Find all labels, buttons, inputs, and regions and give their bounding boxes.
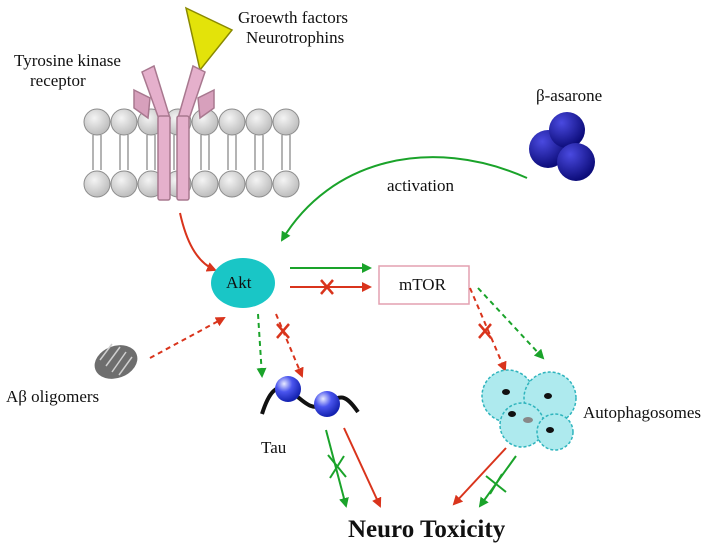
abeta-to-akt-arrow (149, 317, 226, 359)
lipid-head (218, 170, 246, 198)
lipid-head (110, 108, 138, 136)
amyloid-oligomer-icon (94, 343, 138, 379)
receptor-to-akt-arrow (179, 212, 217, 272)
autophagosome-cluster-icon (481, 369, 577, 451)
abeta-label: Aβ oligomers (6, 387, 100, 406)
akt-node (211, 258, 275, 308)
akt-tau-green-arrow (256, 313, 267, 378)
activation-label: activation (387, 176, 455, 195)
neuro-toxicity-label: Neuro Toxicity (348, 516, 506, 543)
lipid-head (83, 170, 111, 198)
triangle-growth-factor-icon (184, 6, 234, 72)
lipid-head (218, 108, 246, 136)
inhibit-cross (478, 323, 492, 339)
autophagy-toxicity-red-arrow (452, 447, 507, 506)
mtor-autophagy-red-arrow (469, 287, 507, 372)
autophagosomes-label: Autophagosomes (583, 403, 702, 422)
lipid-head (272, 170, 300, 198)
inhibit-cross (327, 454, 347, 479)
activation-arrow (280, 156, 528, 242)
inhibit-cross (276, 323, 290, 339)
akt-tau-red-arrow (275, 313, 304, 378)
inhibit-cross (320, 279, 334, 295)
mtor-autophagy-green-arrow (477, 287, 545, 360)
mtor-label: mTOR (399, 275, 446, 294)
tau-protein-icon (260, 376, 360, 417)
lipid-head (83, 108, 111, 136)
tau-toxicity-red-arrow (343, 427, 382, 508)
growth-factors-label: Groewth factors (238, 8, 348, 27)
lipid-head (245, 170, 273, 198)
tau-label: Tau (261, 438, 287, 457)
mtor-node (378, 265, 470, 305)
neurotrophins-label: Neurotrophins (246, 28, 345, 47)
beta-asarone-label: β-asarone (536, 86, 603, 105)
lipid-head (191, 170, 219, 198)
lipid-head (245, 108, 273, 136)
receptor-label-line1: Tyrosine kinase (14, 51, 121, 70)
receptor-label-line2: receptor (30, 71, 86, 90)
akt-label: Akt (226, 273, 252, 292)
lipid-head (272, 108, 300, 136)
inhibit-cross (485, 473, 507, 495)
receptor-icon (133, 64, 215, 201)
lipid-head (110, 170, 138, 198)
membrane-icon (83, 108, 300, 198)
molecule-icon (529, 112, 595, 181)
